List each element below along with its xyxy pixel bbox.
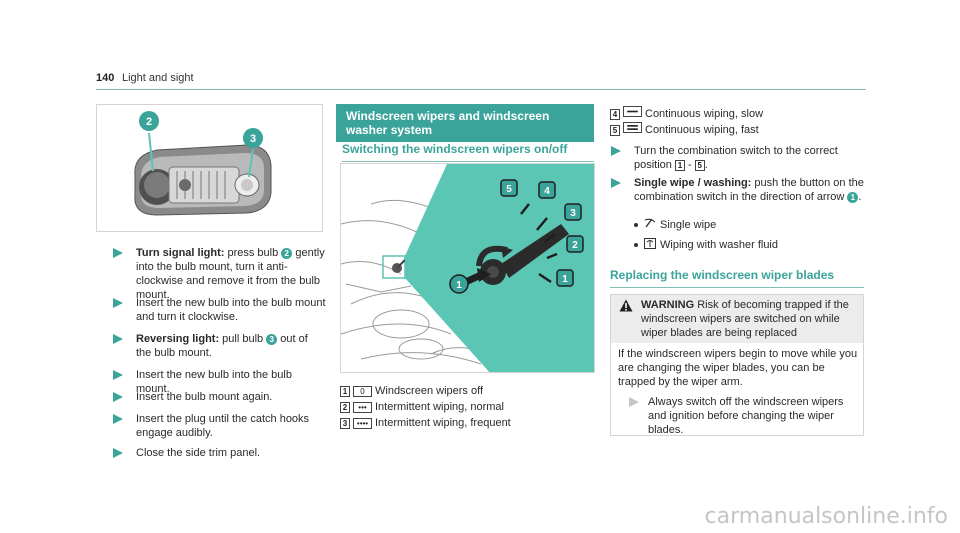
list-item: Single wipe [610,218,864,232]
step-arrow-icon [113,414,123,424]
bulb-mount-figure: 2 3 [96,104,323,232]
warning-header: WARNING Risk of becoming trapped if the … [611,295,863,343]
step-arrow-icon [113,298,123,308]
section-title: Light and sight [122,72,194,84]
stalk-drawing [455,203,569,290]
step-reversing-light: Reversing light: pull bulb 3 out of the … [112,332,326,360]
step-insert-new-bulb: Insert the new bulb into the bulb mount. [112,368,326,396]
subheading-replacing-blades: Replacing the windscreen wiper blades [610,268,864,288]
legend-position-3: 3••••Intermittent wiping, frequent [340,416,595,430]
step-arrow-icon [113,248,123,258]
warning-body: If the windscreen wipers begin to move w… [618,348,858,388]
svg-text:3: 3 [250,133,256,145]
step-single-wipe-washing: Single wipe / washing: push the button o… [610,176,864,204]
svg-text:5: 5 [506,184,512,195]
warning-step: Always switch off the windscreen wipers … [618,395,858,437]
step-insert-bulb-turn: Insert the new bulb into the bulb mount … [112,296,326,324]
step-close-trim: Close the side trim panel. [112,446,326,460]
warning-label: WARNING [641,299,695,311]
warning-box: WARNING Risk of becoming trapped if the … [610,294,864,436]
callout-2 [139,111,159,131]
step-turn-combination-switch: Turn the combination switch to the corre… [610,144,864,172]
continuous-fast-icon [623,122,642,133]
svg-text:2: 2 [146,116,152,128]
step-arrow-icon [113,448,123,458]
svg-text:4: 4 [544,186,550,197]
step-insert-plug: Insert the plug until the catch hooks en… [112,412,326,440]
washer-fluid-icon [644,238,656,249]
figure-callouts: 5 4 3 2 1 1 [449,179,584,294]
step-insert-bulb-mount: Insert the bulb mount again. [112,390,326,404]
step-arrow-icon [611,178,621,188]
legend-position-2: 2•••Intermittent wiping, normal [340,400,595,414]
svg-text:2: 2 [572,240,578,251]
warning-triangle-icon [619,299,633,312]
wipe-options-list: Single wipe Wiping with washer fluid [610,218,864,252]
subheading-switching-wipers: Switching the windscreen wipers on/off [342,142,594,162]
step-arrow-icon [113,334,123,344]
page-number: 140 [96,72,115,84]
watermark: carmanualsonline.info [704,504,948,529]
single-wipe-icon [644,218,656,228]
continuous-slow-icon [623,106,642,117]
step-arrow-icon [113,392,123,402]
step-arrow-icon [611,146,621,156]
svg-text:3: 3 [570,208,576,219]
step-arrow-icon [629,397,639,407]
wiper-switch-illustration: 5 4 3 2 1 1 [341,164,594,372]
wiper-switch-figure: 5 4 3 2 1 1 [340,163,595,373]
step-arrow-icon [113,370,123,380]
section-banner: Windscreen wipers and windscreen washer … [336,104,594,142]
page-header: 140 Light and sight [96,70,866,90]
svg-text:1: 1 [562,274,568,285]
warning-title: Risk of becoming trapped if the windscre… [641,299,849,339]
step-turn-signal: Turn signal light: press bulb 2 gently i… [112,246,326,302]
svg-text:1: 1 [456,280,462,291]
list-item: Wiping with washer fluid [610,238,864,252]
bulb-mount-illustration: 2 3 [97,105,322,231]
callout-3 [243,128,263,148]
